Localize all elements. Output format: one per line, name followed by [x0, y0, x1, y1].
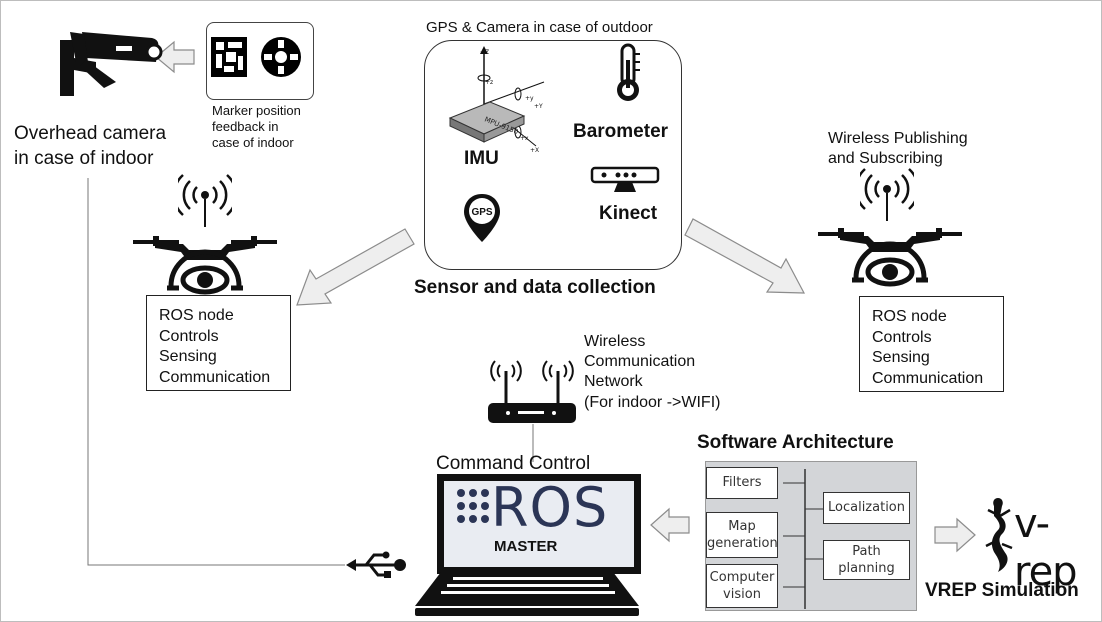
arrow-software-to-master — [650, 507, 690, 543]
imu-axis-x: +X — [530, 147, 539, 154]
network-line3: Network — [584, 373, 643, 390]
vrep-gecko-icon — [985, 498, 1013, 572]
wireless-pubsub-line1: Wireless Publishing — [828, 130, 968, 147]
gps-pin-icon: GPS — [464, 194, 500, 242]
kinect-label: Kinect — [599, 203, 658, 224]
thermometer-icon — [617, 43, 640, 101]
sensor-top-note: GPS & Camera in case of outdoor — [426, 19, 653, 36]
aruco-marker-icon — [211, 37, 247, 77]
right-drone-line-2: Controls — [872, 328, 932, 346]
gps-icon-text: GPS — [471, 207, 492, 218]
marker-note-line3: case of indoor — [212, 135, 294, 150]
arrow-sensor-to-right-drone — [684, 218, 806, 294]
marker-note-line1: Marker position — [212, 103, 301, 118]
right-drone-info-box: ROS node Controls Sensing Communication — [859, 296, 1004, 392]
imu-axis-z-small: +z — [485, 79, 493, 86]
software-architecture-connectors — [783, 469, 823, 609]
imu-chip-icon: MPU-9150 +Z +z +Y +y +X +x — [448, 46, 545, 154]
left-drone-line-2: Controls — [159, 327, 219, 345]
drone-icon-left — [133, 236, 277, 295]
arrow-sensor-to-left-drone — [296, 228, 415, 306]
wireless-signal-icon-left — [178, 174, 232, 227]
network-line2: Communication — [584, 353, 696, 370]
marker-feedback-box — [206, 22, 314, 100]
arrow-marker-to-camera — [155, 40, 195, 74]
left-drone-line-3: Sensing — [159, 348, 217, 365]
wireless-pubsub-line2: and Subscribing — [828, 150, 943, 167]
ros-logo-text: ROS — [491, 476, 609, 539]
barometer-label: Barometer — [573, 121, 669, 142]
imu-axis-y: +Y — [534, 103, 543, 110]
right-drone-line-3: Sensing — [872, 349, 930, 366]
sensor-collection-box — [424, 40, 682, 270]
wifi-router-icon — [488, 360, 576, 423]
right-drone-line-1: ROS node — [872, 308, 947, 325]
left-drone-info-box: ROS node Controls Sensing Communication — [146, 295, 291, 391]
imu-label: IMU — [464, 148, 499, 169]
kinect-icon — [590, 166, 660, 192]
vrep-caption: VREP Simulation — [925, 580, 1079, 601]
circle-marker-icon — [261, 37, 301, 77]
marker-note-line2: feedback in — [212, 119, 279, 134]
map-generation-block: Map generation — [706, 512, 778, 558]
ros-dots-icon — [457, 489, 489, 523]
right-drone-line-4: Communication — [872, 369, 984, 387]
network-line1: Wireless — [584, 333, 646, 350]
overhead-camera-label-line1: Overhead camera — [14, 123, 167, 144]
arrow-software-to-vrep — [934, 517, 976, 553]
network-line4: (For indoor ->WIFI) — [584, 394, 721, 411]
left-drone-line-4: Communication — [159, 368, 271, 386]
laptop-keyboard-base — [415, 572, 639, 616]
imu-axis-y-small: +y — [525, 95, 534, 102]
ros-master-text: MASTER — [494, 538, 558, 555]
command-control-title: Command Control — [436, 453, 591, 474]
computer-vision-block: Computer vision — [706, 564, 778, 608]
path-planning-block: Path planning — [823, 540, 910, 580]
filters-block: Filters — [706, 467, 778, 499]
drone-icon-right — [818, 228, 962, 287]
usb-icon — [346, 551, 406, 578]
imu-axis-x-small: +x — [520, 135, 529, 142]
imu-axis-z: +Z — [480, 49, 489, 56]
security-camera-icon — [60, 32, 163, 96]
wireless-signal-icon-right — [860, 168, 914, 221]
localization-block: Localization — [823, 492, 910, 524]
overhead-camera-label-line2: in case of indoor — [14, 148, 154, 169]
vrep-logo-text: v-rep — [1014, 501, 1078, 595]
software-architecture-title: Software Architecture — [697, 432, 894, 453]
sensor-caption: Sensor and data collection — [414, 277, 656, 298]
usb-cable-line — [87, 178, 345, 566]
left-drone-line-1: ROS node — [159, 307, 234, 324]
